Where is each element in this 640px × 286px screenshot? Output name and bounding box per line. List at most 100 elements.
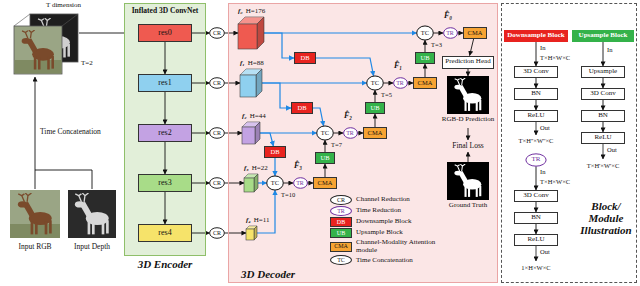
tensor-side-shade [256,69,262,97]
flow-arrow [325,164,326,177]
circle-shape [417,26,434,40]
time-reduction-circle: TR [343,127,358,139]
flow-arrow [536,78,537,88]
legend-swatch: TC [330,255,352,265]
port-label: In [540,168,545,175]
module-label: CR [213,80,221,87]
legend-text: Upsample Block [356,229,444,237]
panel-background [228,3,498,283]
encoder-panel: Inflated 3D ConvNet3D Encoderres0res1res… [124,3,206,256]
legend-swatch: DB [330,217,352,227]
panel-title: 3D Encoder [125,258,205,270]
output-arrow [536,122,537,135]
channel-reduction-circle: CR [209,77,225,89]
res-block: res2 [138,124,192,142]
input-caption: Input Depth [74,243,110,251]
upsample-block: UB [415,52,435,64]
time-length: T=3 [431,41,442,48]
flow-arrow [536,202,537,212]
flow-arrow [224,33,238,34]
legend-row: DBDownsample Block [330,217,448,227]
flow-arrow [165,92,166,124]
flow-arrow [536,224,537,234]
depth-edge [14,14,30,26]
block-label: CMA [468,29,483,36]
block-label: 3D Conv [523,68,548,76]
flow-arrow [536,166,537,190]
circle-shape [343,128,357,139]
concat-arrow [35,77,36,189]
tensor-shape-label: T×H'×W'×C [587,162,619,169]
module-label: TC [271,179,279,186]
legend-sample-label: CR [337,197,345,204]
tensor-front [242,127,255,144]
tensor-labels: f₀H=176 [238,8,265,16]
input-stack [14,14,78,74]
channel-reduction-circle: CR [209,27,225,39]
upsample-block: UB [315,152,335,164]
saliency-map [447,76,489,114]
block-label: CMA [418,79,433,86]
input-depth-image [68,190,116,238]
decoder-feature-name: F̂₃ [294,162,302,171]
prediction-head: Prediction Head [442,56,494,69]
flow-arrow [192,83,210,84]
depth-edge [62,14,78,26]
legend-row: TCTime Concatenation [330,255,448,265]
flow-arrow [383,83,393,84]
module-label: CR [213,30,221,37]
flow-arrow [165,42,166,74]
deer-silhouette [454,78,481,111]
block-label: Upsample [589,68,617,76]
circle-shape [443,28,457,39]
flow-arrow [283,183,293,184]
block-label: res1 [158,79,171,88]
tensor-front [238,24,257,49]
output-arrow [536,246,537,261]
time-reduction-circle: TR [443,27,458,39]
downsample-header: Downsample Block [504,30,568,42]
panel-background [124,3,206,256]
downsample-block: DB [294,52,316,64]
downsample-block: DB [264,146,286,158]
map-background [447,76,489,114]
flow-arrow [325,140,326,152]
block-label: res2 [158,129,171,138]
block-label: DB [297,104,306,111]
time-reduction-circle: TR [293,177,308,189]
flow-arrow [165,142,166,174]
flow-arrow [603,42,604,66]
tensor-front [244,178,254,192]
flow-arrow [165,192,166,224]
module-label: TC [321,129,329,136]
circle-shape [210,228,225,239]
tensor-side-shade [254,226,257,240]
flow-arrow [425,64,426,77]
flow-arrow [333,133,343,134]
flow-arrow [192,133,210,134]
block-label: BN [598,112,608,120]
tensor-side [256,69,262,97]
tensor-labels: f₃H=22 [244,165,268,173]
tensor-name: f₀ [238,8,243,16]
saliency-map [447,162,489,200]
tensor-shape [240,69,262,97]
channel-reduction-circle: CR [209,127,225,139]
module-label: TR [532,156,541,164]
circle-shape [210,78,225,89]
circle-shape [210,28,225,39]
concat-line [35,170,92,189]
legend-swatch: CMA [330,242,352,252]
tensor-shape [244,174,258,192]
tensor-size: H=22 [252,165,268,173]
legend-row: UBUpsample Block [330,228,448,238]
cma-module: CMA [363,127,387,139]
flow-arrow [468,128,469,140]
module-label: TC [371,79,379,86]
block-label: ReLU [527,236,544,244]
circle-shape [293,178,307,189]
module-label: TR [296,180,304,187]
input-rgb-image [10,190,60,238]
feature-flow-arrow [262,83,291,108]
tensor-size: H=11 [254,217,270,225]
